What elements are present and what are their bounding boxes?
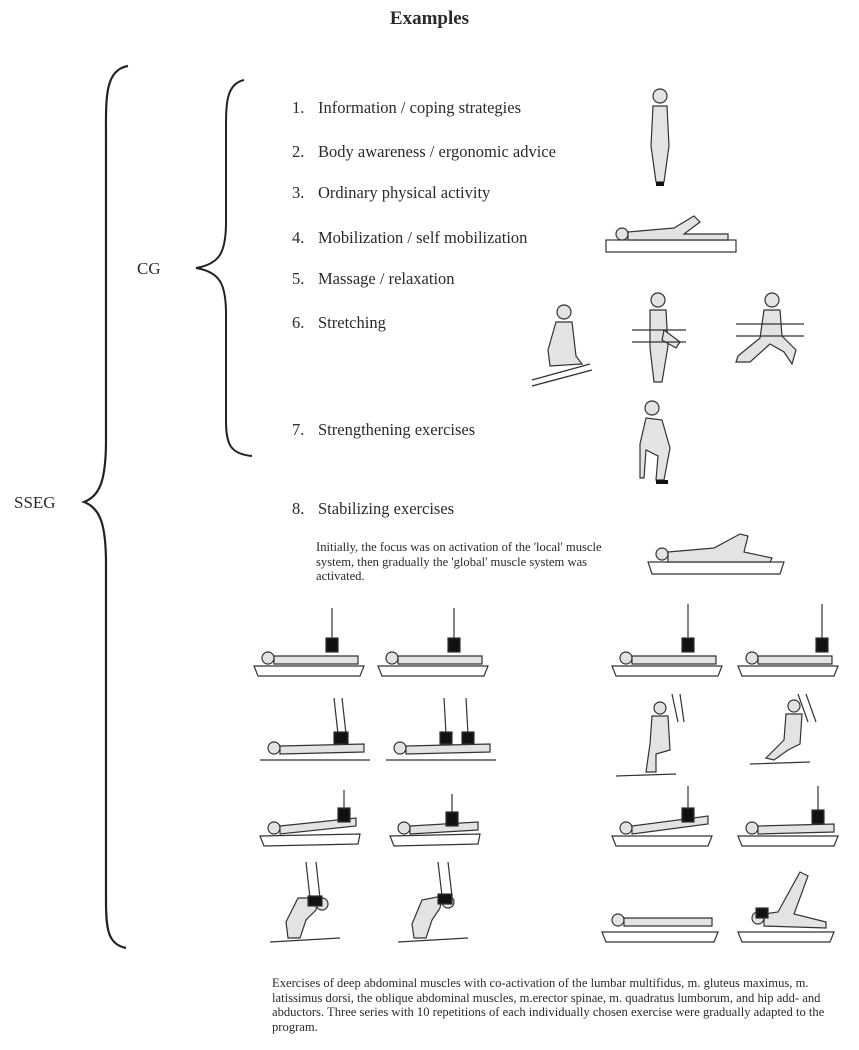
stabilizing-note: Initially, the focus was on activation o…	[316, 540, 602, 583]
list-item: 2.Body awareness / ergonomic advice	[292, 142, 556, 161]
sling-exercise-icon	[253, 604, 839, 943]
list-item: 7.Strengthening exercises	[292, 420, 476, 439]
list-item: 4.Mobilization / self mobilization	[292, 228, 528, 247]
lunge-stretch-icon	[735, 292, 804, 366]
list-item: 5.Massage / relaxation	[292, 269, 455, 288]
cg-label: CG	[137, 259, 161, 278]
kneeling-stretch-icon	[531, 304, 593, 387]
sseg-brace	[80, 64, 129, 950]
lying-relaxation-icon	[647, 533, 785, 575]
cg-brace	[195, 79, 253, 457]
standing-stretch-icon	[632, 292, 686, 383]
list-item: 6.Stretching	[292, 313, 386, 332]
exercise-caption: Exercises of deep abdominal muscles with…	[272, 976, 825, 1034]
list-item: 1.Information / coping strategies	[292, 98, 521, 117]
figure-title: Examples	[389, 8, 470, 29]
list-item: 8.Stabilizing exercises	[292, 499, 455, 518]
lying-mobilization-icon	[605, 215, 737, 253]
list-item: 3.Ordinary physical activity	[292, 183, 491, 202]
squat-figure-icon	[639, 400, 671, 484]
sseg-label: SSEG	[14, 493, 56, 512]
standing-figure-icon	[650, 88, 670, 186]
